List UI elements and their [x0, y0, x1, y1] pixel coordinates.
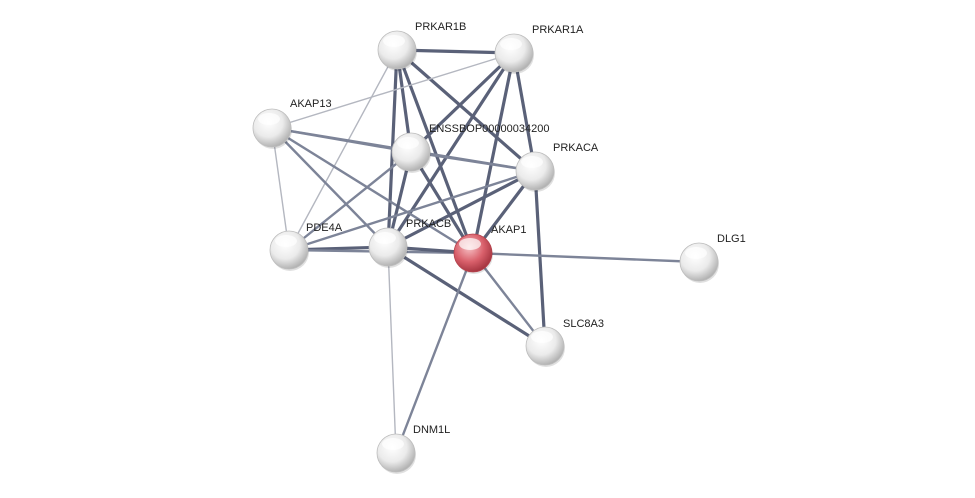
node-highlight [383, 35, 405, 47]
edge-prkar1a-akap13[interactable] [271, 52, 515, 129]
edge-prkar1b-prkaca[interactable] [395, 48, 537, 173]
node-akap13[interactable]: AKAP13 [252, 98, 332, 149]
node-highlight [459, 238, 481, 250]
edge-prkar1b-akap1[interactable] [395, 48, 475, 255]
node-pde4a[interactable]: PDE4A [269, 222, 343, 271]
edge-prkar1a-prkacb[interactable] [386, 51, 516, 249]
node-akap1[interactable]: AKAP1 [453, 224, 526, 274]
node-label-akap1: AKAP1 [491, 224, 526, 236]
edge-akap13-pde4a[interactable] [271, 127, 290, 251]
node-highlight [374, 232, 396, 244]
node-label-akap13: AKAP13 [290, 98, 332, 110]
edge-akap1-slc8a3[interactable] [471, 251, 547, 348]
node-highlight [521, 156, 543, 168]
edge-akap13-prkacb[interactable] [270, 126, 390, 249]
node-label-enssbop00000034200: ENSSBOP00000034200 [429, 123, 549, 135]
node-prkar1a[interactable]: PRKAR1A [494, 24, 584, 74]
node-prkaca[interactable]: PRKACA [515, 142, 599, 192]
node-label-prkaca: PRKACA [553, 142, 599, 154]
node-enssbop00000034200[interactable]: ENSSBOP00000034200 [391, 123, 549, 173]
node-highlight [685, 247, 707, 259]
edge-enssbop00000034200-pde4a[interactable] [287, 150, 413, 252]
node-prkacb[interactable]: PRKACB [368, 218, 451, 268]
edge-prkar1a-enssbop00000034200[interactable] [409, 51, 516, 154]
node-label-pde4a: PDE4A [306, 222, 343, 234]
node-slc8a3[interactable]: SLC8A3 [525, 318, 604, 367]
node-highlight [500, 38, 522, 50]
node-label-prkar1a: PRKAR1A [532, 24, 584, 36]
edge-prkaca-prkacb[interactable] [386, 169, 537, 249]
edge-prkaca-pde4a[interactable] [287, 169, 537, 252]
edge-akap1-dnm1l[interactable] [394, 251, 475, 455]
edge-prkar1b-prkar1a[interactable] [395, 48, 516, 55]
node-label-prkar1b: PRKAR1B [415, 21, 466, 33]
edge-akap13-akap1[interactable] [270, 126, 475, 255]
node-label-dlg1: DLG1 [717, 233, 746, 245]
edge-enssbop00000034200-prkaca[interactable] [409, 150, 537, 173]
node-dnm1l[interactable]: DNM1L [376, 424, 450, 474]
edge-prkar1a-prkaca[interactable] [512, 51, 537, 173]
node-highlight [382, 438, 404, 450]
node-highlight [275, 235, 297, 247]
node-label-slc8a3: SLC8A3 [563, 318, 604, 330]
edge-akap1-dlg1[interactable] [471, 251, 701, 264]
edge-prkaca-slc8a3[interactable] [533, 169, 547, 348]
node-dlg1[interactable]: DLG1 [679, 233, 746, 283]
node-highlight [397, 137, 419, 149]
node-label-dnm1l: DNM1L [413, 424, 450, 436]
edge-enssbop00000034200-akap1[interactable] [409, 150, 475, 255]
node-prkar1b[interactable]: PRKAR1B [377, 21, 466, 71]
edge-prkar1b-pde4a[interactable] [288, 49, 398, 251]
edge-prkacb-dnm1l[interactable] [387, 246, 397, 454]
node-highlight [531, 331, 553, 343]
nodes-layer: PRKAR1B PRKAR1A AKAP13ENSSBOP00000034200PR… [252, 21, 746, 474]
node-highlight [258, 113, 280, 125]
node-label-prkacb: PRKACB [406, 218, 451, 230]
edge-prkacb-slc8a3[interactable] [386, 245, 547, 348]
edge-prkar1a-akap1[interactable] [471, 51, 516, 255]
